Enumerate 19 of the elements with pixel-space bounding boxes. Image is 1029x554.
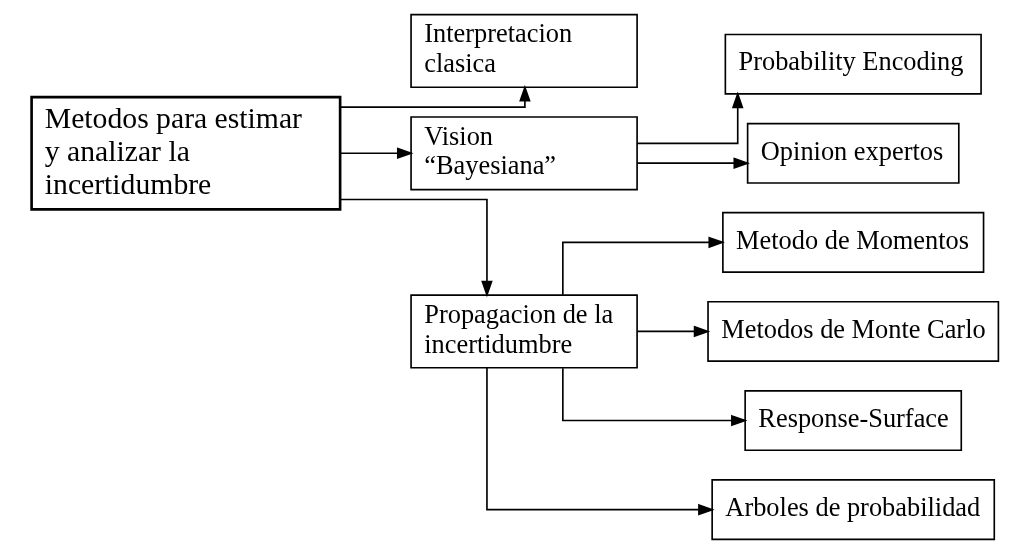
node-box: Metodos para estimar y analizar la incertidumbre [29,95,341,211]
node-box: Metodos de Monte Carlo [706,300,999,362]
arrow [338,147,413,160]
node-box: Vision “Bayesiana” [409,116,638,191]
node-box: Propagacion de la incertidumbre [409,294,638,369]
node-box: Metodo de Momentos [721,211,984,273]
arrow [635,91,743,145]
arrow [339,84,531,108]
arrow [561,367,748,427]
node-box: Interpretacion clasica [409,13,638,89]
arrow [561,236,725,296]
node-box: Probability Encoding [724,33,982,95]
node-box: Response-Surface [743,390,962,452]
node-box: Opinion expertos [746,122,960,184]
arrow [485,367,715,516]
node-box: Arboles de probabilidad [710,479,995,541]
arrow [636,157,750,169]
arrow [339,198,493,298]
arrow [636,325,710,338]
